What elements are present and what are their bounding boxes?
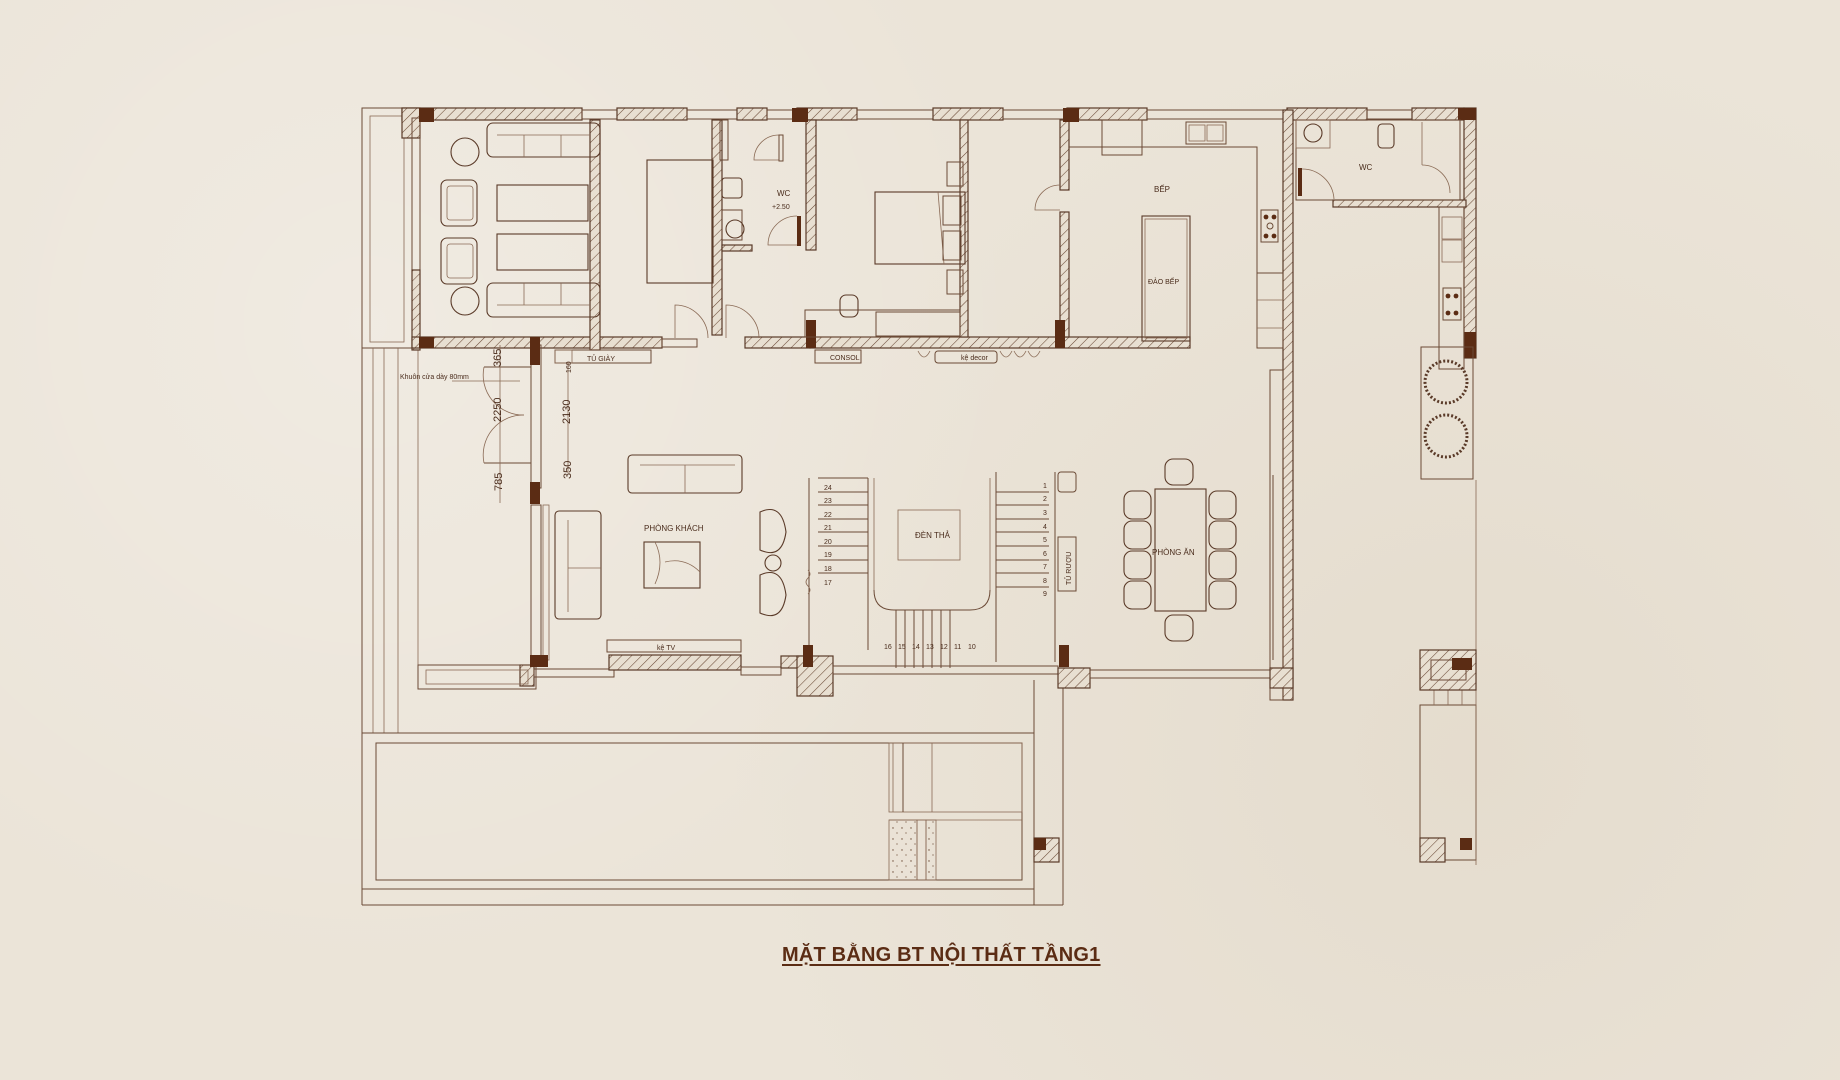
step-7: 7 (1043, 564, 1047, 571)
site-outline (361, 107, 1477, 906)
stair-treads (818, 491, 1049, 668)
living-room: kệ TV PHÒNG KHÁCH (554, 454, 811, 653)
staircase: 24 23 22 21 20 19 18 17 1 2 3 4 5 6 7 8 … (818, 472, 1056, 668)
step-12: 12 (940, 644, 948, 651)
wine-cabinet-label: TỦ RƯỢU (1064, 552, 1073, 585)
room-label-kitchen: BẾP (1154, 184, 1170, 194)
corridor-room (1034, 184, 1061, 211)
step-11: 11 (954, 644, 961, 651)
drawing-title: MẶT BẰNG BT NỘI THẤT TẦNG1 (782, 944, 1101, 966)
decor-shelf-label: kệ decor (961, 355, 989, 362)
step-4: 4 (1043, 524, 1047, 531)
door-frame-note: Khuôn cửa dày 80mm (400, 373, 469, 381)
step-9: 9 (1043, 591, 1047, 598)
step-8: 8 (1043, 578, 1047, 585)
wc-1: WC +2.50 (721, 134, 801, 246)
step-16: 16 (884, 644, 892, 651)
step-1: 1 (1043, 483, 1047, 490)
planter (1420, 346, 1474, 480)
kitchen-island-label: ĐẢO BẾP (1148, 276, 1179, 286)
step-18: 18 (824, 566, 832, 573)
room-label-wc-1: WC (777, 189, 791, 198)
step-19: 19 (824, 552, 832, 559)
pool (375, 742, 1023, 881)
dim-2130: 2130 (561, 400, 573, 424)
console-label: CONSOL (830, 355, 860, 362)
room-label-living: PHÒNG KHÁCH (644, 524, 704, 533)
room-label-dining: PHÒNG ĂN (1152, 548, 1195, 557)
lounge-furniture (440, 122, 760, 339)
step-2: 2 (1043, 496, 1047, 503)
step-6: 6 (1043, 551, 1047, 558)
dim-365: 365 (492, 349, 504, 367)
columns (419, 108, 1476, 850)
dim-785: 785 (493, 473, 505, 491)
step-15: 15 (898, 644, 906, 651)
step-24: 24 (824, 485, 832, 492)
step-21: 21 (824, 525, 832, 532)
pendant-light-label: ĐÈN THẢ (915, 531, 951, 540)
step-3: 3 (1043, 510, 1047, 517)
dining-room: PHÒNG ĂN (1123, 458, 1274, 660)
step-17: 17 (824, 580, 832, 587)
corridor-furniture: TỦ GIÀY CONSOL kệ decor (554, 349, 1041, 364)
dim-160: 160 (566, 361, 573, 373)
dim-350: 350 (562, 461, 574, 479)
room-label-wc-2: WC (1359, 163, 1373, 172)
wc-1-level: +2.50 (772, 204, 790, 211)
step-5: 5 (1043, 537, 1047, 544)
kitchen: BẾP ĐẢO BẾP (1069, 119, 1284, 349)
wc-2: WC (1295, 119, 1465, 370)
step-10: 10 (968, 644, 976, 651)
step-13: 13 (926, 644, 934, 651)
main-entrance: 365 2250 785 160 2130 350 Khuôn cửa dày … (400, 345, 574, 503)
step-22: 22 (824, 512, 832, 519)
wine-cabinet: TỦ RƯỢU (1057, 471, 1077, 592)
dim-2250: 2250 (492, 398, 504, 422)
radiator (875, 311, 961, 337)
step-20: 20 (824, 539, 832, 546)
shoe-cabinet-label: TỦ GIÀY (587, 354, 615, 363)
tv-shelf-label: kệ TV (657, 645, 675, 652)
step-14: 14 (912, 644, 920, 651)
step-23: 23 (824, 498, 832, 505)
bedroom (804, 161, 966, 338)
